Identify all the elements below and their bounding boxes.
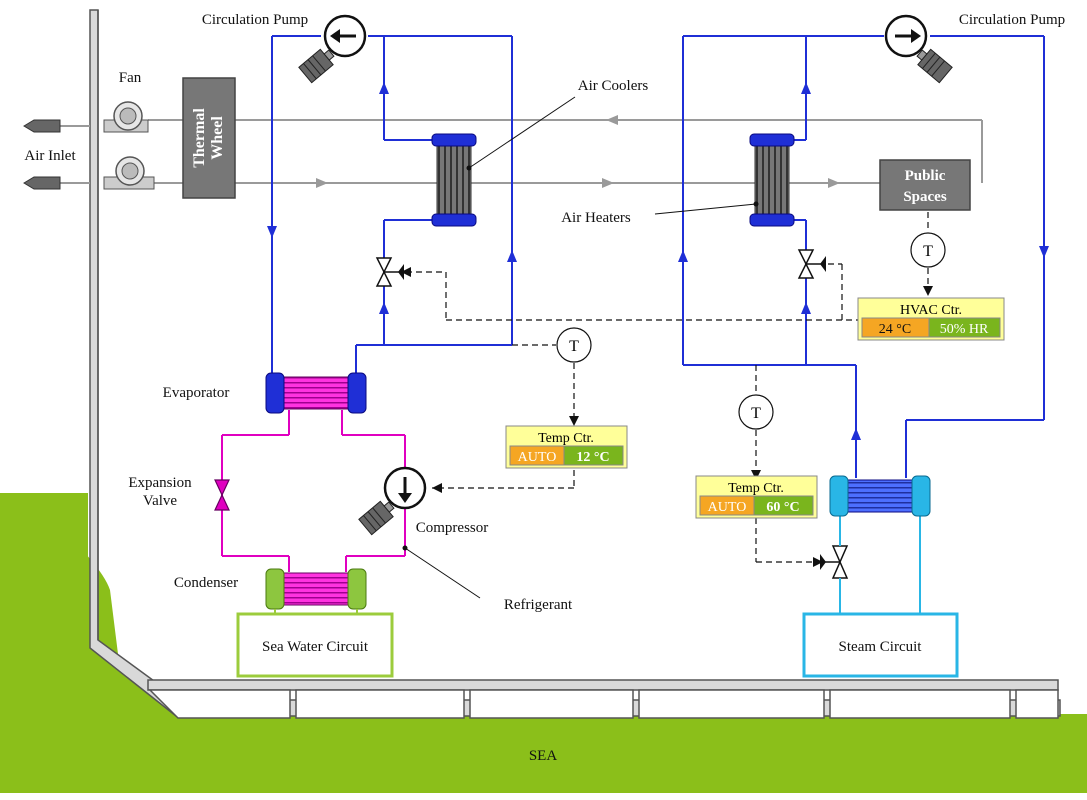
deck-frames [147, 679, 1059, 719]
temp-sensor-hvac-symbol: T [923, 243, 933, 260]
air-flow-arrows [316, 115, 840, 188]
cold-water-arrows [267, 82, 517, 314]
hot-water-circuit [682, 35, 1045, 478]
thermal-wheel: Thermal Wheel [182, 77, 236, 199]
steam-heat-exchanger [829, 475, 931, 517]
temp-sensor-right-symbol: T [751, 405, 761, 422]
fan-bottom [103, 156, 155, 190]
steam-circuit: Steam Circuit [802, 612, 959, 678]
hull-wall [89, 9, 1061, 717]
exhaust-nozzle [23, 119, 61, 133]
expansion-valve-label-1: Expansion [128, 475, 192, 491]
temp-sensor-left-symbol: T [569, 338, 579, 355]
temp-controller-right: Temp Ctr. AUTO 60 °C [695, 475, 818, 519]
public-spaces-label-1: Public [905, 168, 946, 184]
steam-circuit-label: Steam Circuit [839, 639, 923, 655]
public-spaces-label-2: Spaces [903, 189, 947, 205]
circulation-pump-right-label: Circulation Pump [959, 12, 1065, 28]
temp-controller-left-title: Temp Ctr. [538, 431, 594, 446]
control-valve-steam [820, 545, 849, 579]
temp-controller-right-value: 60 °C [766, 500, 799, 515]
sea-water-circuit-label: Sea Water Circuit [262, 639, 369, 655]
condenser [265, 568, 367, 610]
air-heaters-label: Air Heaters [561, 210, 631, 226]
temp-controller-right-title: Temp Ctr. [728, 481, 784, 496]
fan-label: Fan [119, 70, 142, 86]
hvac-controller: HVAC Ctr. 24 °C 50% HR [857, 297, 1005, 341]
steam-pipes [839, 512, 921, 614]
circulation-pump-left [298, 14, 367, 84]
hvac-controller-title: HVAC Ctr. [900, 303, 962, 318]
circulation-pump-left-label: Circulation Pump [202, 12, 308, 28]
thermal-wheel-label-2: Wheel [209, 116, 226, 160]
expansion-valve [214, 479, 230, 511]
refrigerant-dot [402, 545, 408, 551]
evaporator-label: Evaporator [163, 385, 230, 401]
temp-sensor-right: T [738, 394, 774, 430]
compressor-label: Compressor [416, 520, 489, 536]
sea-water-circuit: Sea Water Circuit [236, 612, 394, 678]
refrigerant-leader [404, 547, 481, 599]
compressor [358, 466, 427, 536]
hvac-controller-humidity: 50% HR [940, 322, 989, 337]
control-valve-right [797, 249, 826, 279]
inlet-nozzle [23, 176, 61, 190]
temp-controller-left-value: 12 °C [576, 450, 609, 465]
air-coolers-leader [468, 96, 576, 169]
evaporator [265, 372, 367, 414]
refrigerant-label: Refrigerant [504, 597, 573, 613]
refrigerant-circuit [221, 410, 406, 572]
public-spaces: Public Spaces [879, 159, 971, 211]
cold-water-circuit [271, 35, 513, 373]
control-valve-left [375, 257, 404, 287]
fan-top [103, 101, 149, 133]
sea-label: SEA [529, 748, 558, 764]
air-heater [749, 133, 795, 227]
air-inlet-label: Air Inlet [24, 148, 76, 164]
temp-controller-left: Temp Ctr. AUTO 12 °C [505, 425, 628, 469]
hvac-controller-temp: 24 °C [879, 322, 911, 337]
temp-sensor-left: T [556, 327, 592, 363]
air-heaters-leader [654, 203, 757, 215]
temp-sensor-hvac: T [910, 232, 946, 268]
thermal-wheel-label-1: Thermal [191, 108, 208, 168]
air-heaters-dot [753, 201, 759, 207]
temp-controller-left-mode: AUTO [518, 450, 557, 465]
temp-controller-right-mode: AUTO [708, 500, 747, 515]
circulation-pump-right [884, 14, 953, 84]
air-coolers-label: Air Coolers [578, 78, 649, 94]
air-cooler [431, 133, 477, 227]
hot-water-arrows [678, 82, 1049, 440]
control-signal-lines [406, 212, 929, 563]
control-signal-arrows [401, 267, 933, 567]
condenser-label: Condenser [174, 575, 238, 591]
expansion-valve-label-2: Valve [143, 493, 177, 509]
air-coolers-dot [466, 165, 472, 171]
